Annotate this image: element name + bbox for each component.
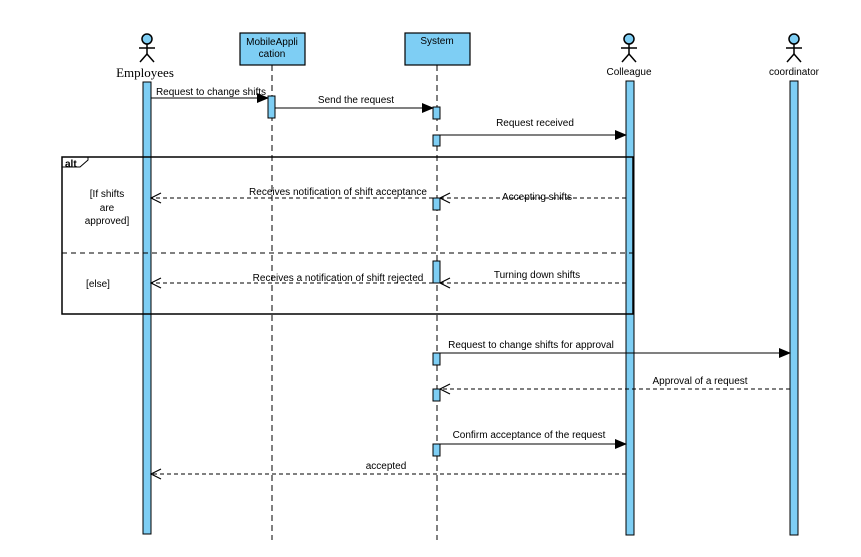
system-activation-7 (432, 443, 441, 457)
message-label: Request received (496, 118, 574, 129)
system-activation-6 (432, 388, 441, 402)
colleague-label: Colleague (606, 67, 651, 78)
alt-frame (61, 156, 634, 315)
system-activation-2 (432, 134, 441, 147)
message-label: Receives a notification of shift rejecte… (253, 273, 424, 284)
actor-colleague[interactable]: Colleague (606, 33, 652, 78)
message-label: accepted (366, 461, 407, 472)
message-receives-notification-rejected[interactable]: Receives a notification of shift rejecte… (151, 273, 433, 284)
actor-employees[interactable]: Employees (116, 33, 174, 80)
system-activation-1 (432, 106, 441, 120)
participant-system[interactable]: System (404, 32, 471, 66)
mobile-app-label-line1: MobileAppli (246, 37, 298, 48)
coordinator-actor-icon (786, 33, 802, 63)
colleague-activation-bar (625, 80, 635, 536)
mobile-app-box (239, 32, 306, 66)
system-activation-5 (432, 352, 441, 366)
message-request-to-change-shifts[interactable]: Request to change shifts (151, 87, 269, 103)
message-label: Confirm acceptance of the request (453, 430, 606, 441)
message-label: Turning down shifts (494, 270, 580, 281)
message-turning-down-shifts[interactable]: Turning down shifts (440, 270, 626, 283)
message-request-for-approval[interactable]: Request to change shifts for approval (440, 340, 791, 358)
message-label: Request to change shifts (156, 87, 266, 98)
message-label: Request to change shifts for approval (448, 340, 614, 351)
guard-approved-line2: are (100, 203, 115, 214)
coordinator-activation-bar (789, 80, 799, 536)
message-label: Receives notification of shift acceptanc… (249, 187, 427, 198)
message-label: Approval of a request (652, 376, 747, 387)
employees-actor-icon (139, 33, 155, 63)
system-activation-3 (432, 197, 441, 211)
message-confirm-acceptance[interactable]: Confirm acceptance of the request (440, 430, 627, 449)
message-accepted[interactable]: accepted (151, 461, 626, 474)
colleague-actor-icon (621, 33, 637, 63)
mobile-app-activation (267, 95, 276, 119)
coordinator-label: coordinator (769, 67, 820, 78)
message-label: Accepting shifts (502, 192, 572, 203)
message-request-received[interactable]: Request received (440, 118, 627, 140)
alt-fragment[interactable]: alt [If shifts are approved] [else] (61, 156, 634, 315)
message-receives-notification-acceptance[interactable]: Receives notification of shift acceptanc… (151, 187, 433, 198)
employees-activation-bar (142, 81, 152, 535)
system-box (404, 32, 471, 66)
system-label: System (420, 36, 453, 47)
guard-approved-line3: approved] (85, 216, 130, 227)
alt-tag-label: alt (65, 159, 77, 170)
message-accepting-shifts[interactable]: Accepting shifts (440, 192, 626, 203)
employees-label: Employees (116, 65, 174, 80)
guard-else: [else] (86, 279, 110, 290)
actor-coordinator[interactable]: coordinator (769, 33, 820, 78)
participant-mobile-application[interactable]: MobileAppli cation (239, 32, 306, 66)
system-activation-4 (432, 260, 441, 284)
message-label: Send the request (318, 95, 394, 106)
mobile-app-label-line2: cation (259, 49, 286, 60)
message-approval-of-a-request[interactable]: Approval of a request (440, 376, 790, 389)
message-send-the-request[interactable]: Send the request (275, 95, 434, 113)
guard-approved-line1: [If shifts (90, 189, 124, 200)
alt-frame-tag-pentagon (62, 156, 89, 168)
